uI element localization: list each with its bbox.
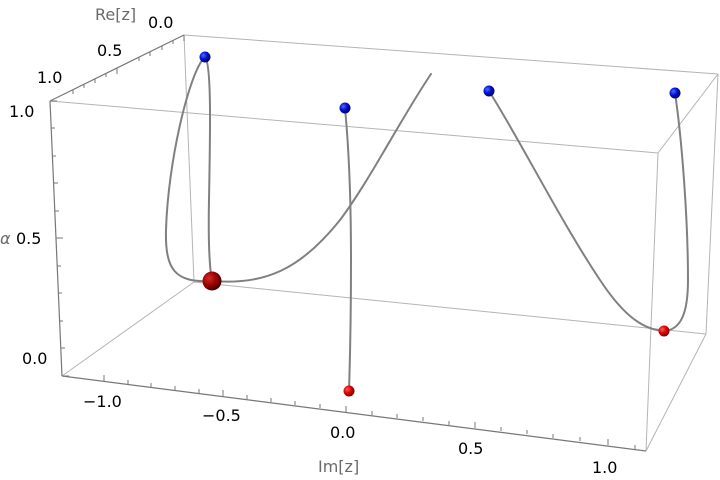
- alpha-tick-label: 0.0: [22, 349, 47, 368]
- im-tick-label: −0.5: [202, 406, 241, 425]
- trajectory-loop-left: [164, 56, 213, 283]
- trajectory-right-1: [488, 90, 665, 332]
- blue-point: [199, 51, 211, 63]
- bounding-box: [49, 34, 719, 452]
- im-tick-label: 0.0: [330, 423, 355, 442]
- im-tick-label: −1.0: [83, 392, 122, 411]
- trajectories: [164, 56, 690, 392]
- start-points: [199, 51, 681, 114]
- re-tick-label: 1.0: [37, 68, 62, 87]
- trajectory-rising: [211, 73, 432, 283]
- alpha-tick-label: 0.5: [16, 229, 41, 248]
- im-tick-label: 0.5: [458, 439, 483, 458]
- blue-point: [339, 102, 351, 114]
- red-point: [658, 325, 670, 337]
- re-tick-label: 0.5: [97, 41, 122, 60]
- axis-ticks: [49, 35, 636, 449]
- im-tick-label: 1.0: [592, 458, 617, 477]
- alpha-axis-title: α: [0, 229, 11, 248]
- blue-point: [483, 85, 495, 97]
- red-point: [343, 385, 355, 397]
- blue-point: [669, 87, 681, 99]
- re-axis-title: Re[z]: [95, 5, 136, 24]
- end-points: [202, 271, 670, 397]
- large-dark-red-point: [202, 271, 222, 291]
- alpha-tick-label: 1.0: [9, 102, 34, 121]
- im-axis-title: Im[z]: [318, 457, 359, 476]
- re-tick-label: 0.0: [148, 13, 173, 32]
- trajectory-right-2: [663, 92, 690, 332]
- trajectory-center-vertical: [344, 107, 353, 392]
